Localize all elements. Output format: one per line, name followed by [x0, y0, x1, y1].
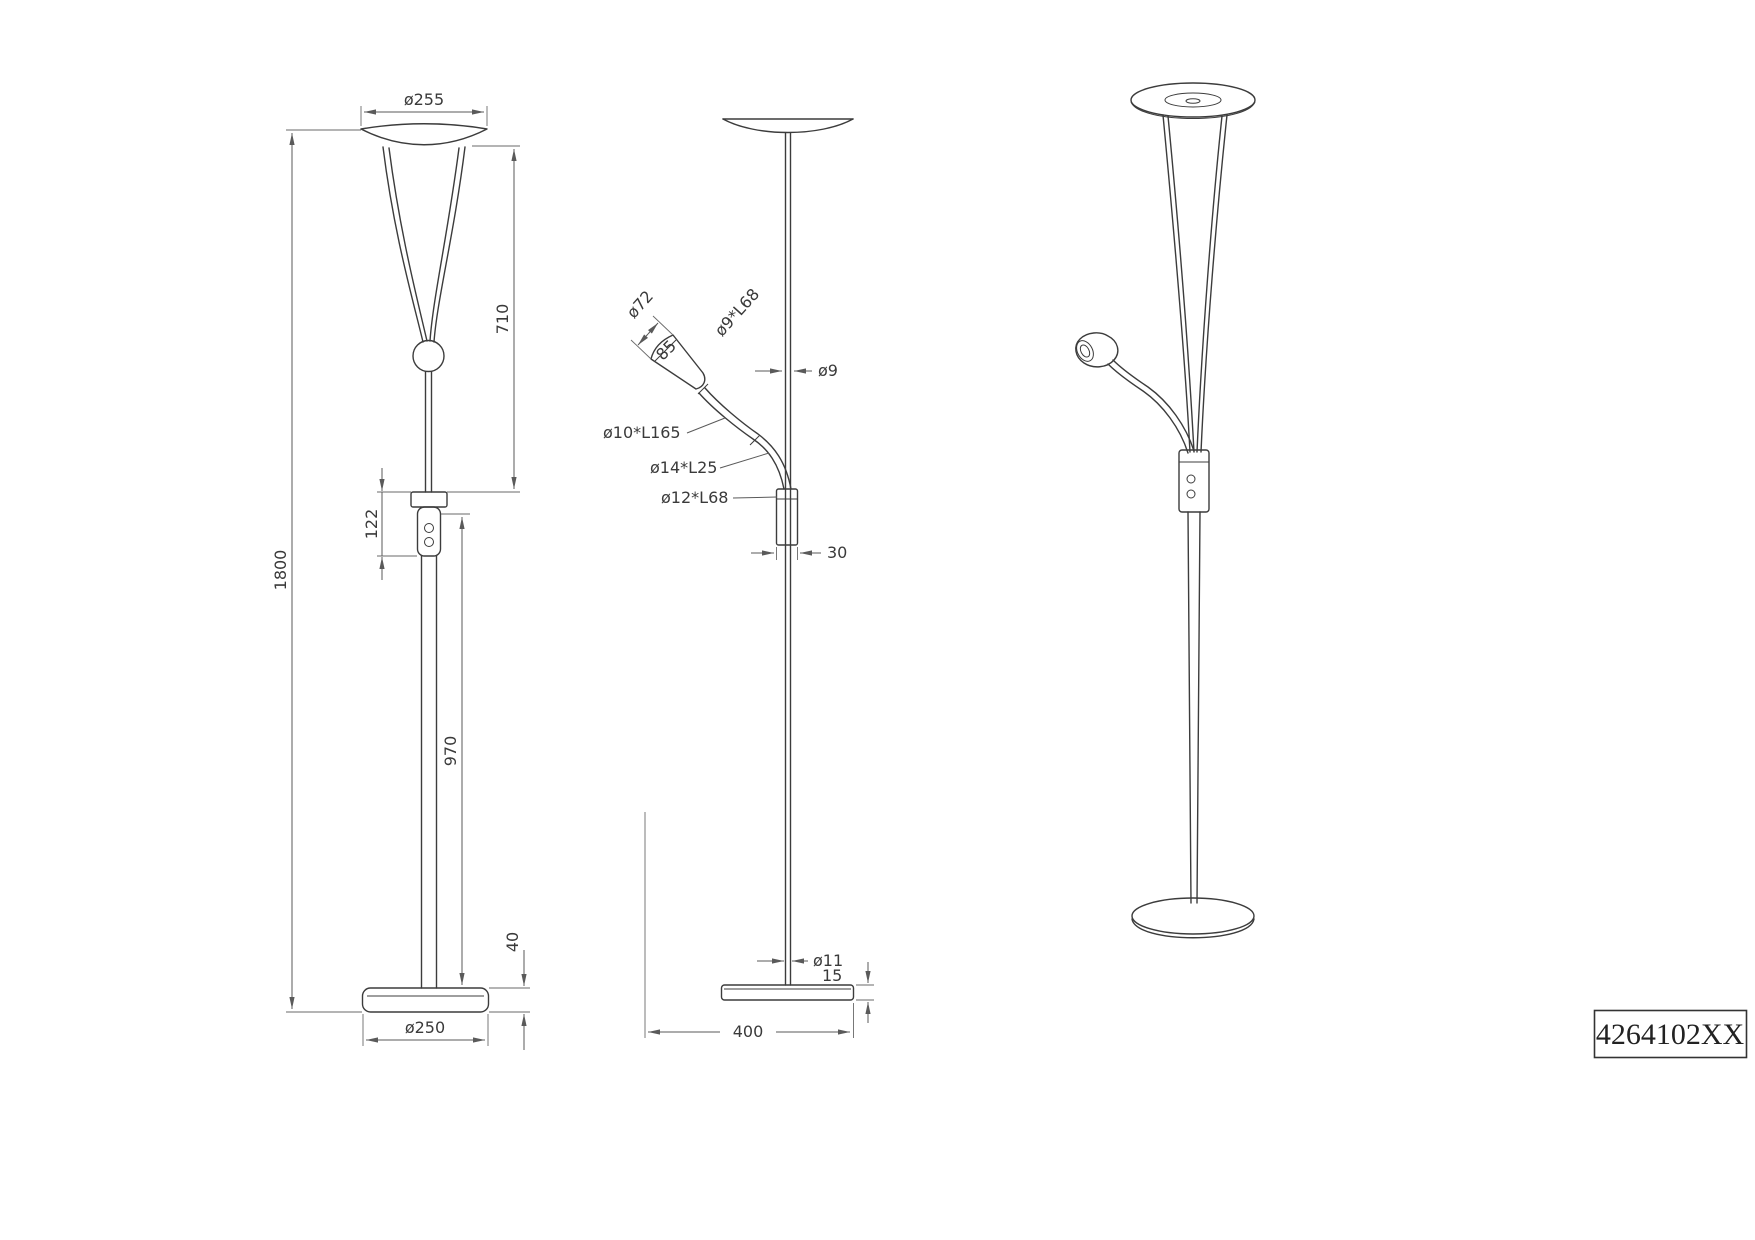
front-shade — [360, 123, 488, 146]
dim-pole-height: 970 — [441, 736, 460, 767]
dim-bracket-width: 30 — [827, 543, 847, 562]
front-view: ø255 710 1800 122 970 — [271, 90, 530, 1050]
side-view: ø72 85 ø9*L68 ø9 ø10*L165 ø14*L25 ø12*L6… — [603, 118, 874, 1041]
side-lamp-outline — [650, 118, 855, 1001]
side-base — [720, 984, 855, 1001]
front-bracket — [410, 491, 448, 508]
side-reading-head — [650, 334, 706, 390]
dim-arm-joint: ø14*L25 — [650, 458, 717, 477]
dim-base-height: 40 — [503, 932, 522, 952]
dim-height-710: 710 — [493, 304, 512, 335]
perspective-pole — [1187, 511, 1192, 904]
dim-base-thickness: 15 — [822, 966, 842, 985]
dim-pole-diameter: ø9 — [818, 361, 838, 380]
front-base — [361, 987, 490, 1013]
side-dimensions: ø72 85 ø9*L68 ø9 ø10*L165 ø14*L25 ø12*L6… — [603, 285, 874, 1041]
perspective-base — [1131, 897, 1255, 935]
dim-arm-upper: ø9*L68 — [711, 285, 763, 340]
dim-head-diameter: ø72 — [623, 287, 657, 322]
front-lamp-outline — [360, 123, 490, 1013]
perspective-shade — [1130, 82, 1256, 118]
dim-arm-flex: ø10*L165 — [603, 423, 681, 442]
dim-overall-depth: 400 — [733, 1022, 764, 1041]
side-reading-arm — [698, 392, 785, 490]
dim-base-diameter: ø250 — [405, 1018, 445, 1037]
title-block: 4264102XX — [1593, 1009, 1748, 1059]
front-dimensions: ø255 710 1800 122 970 — [271, 90, 530, 1050]
perspective-reading-arm — [1107, 363, 1189, 454]
side-bracket — [775, 488, 799, 546]
dim-total-height: 1800 — [271, 550, 290, 591]
dim-shade-diameter: ø255 — [404, 90, 444, 109]
perspective-view — [1075, 82, 1256, 939]
perspective-reading-head — [1075, 332, 1119, 368]
front-ball-joint — [412, 339, 445, 373]
part-number: 4264102XX — [1596, 1018, 1745, 1051]
dim-pole-base-diameter: ø11 — [813, 951, 843, 970]
dim-arm-lower: ø12*L68 — [661, 488, 728, 507]
dim-bracket-length: 122 — [362, 509, 381, 540]
